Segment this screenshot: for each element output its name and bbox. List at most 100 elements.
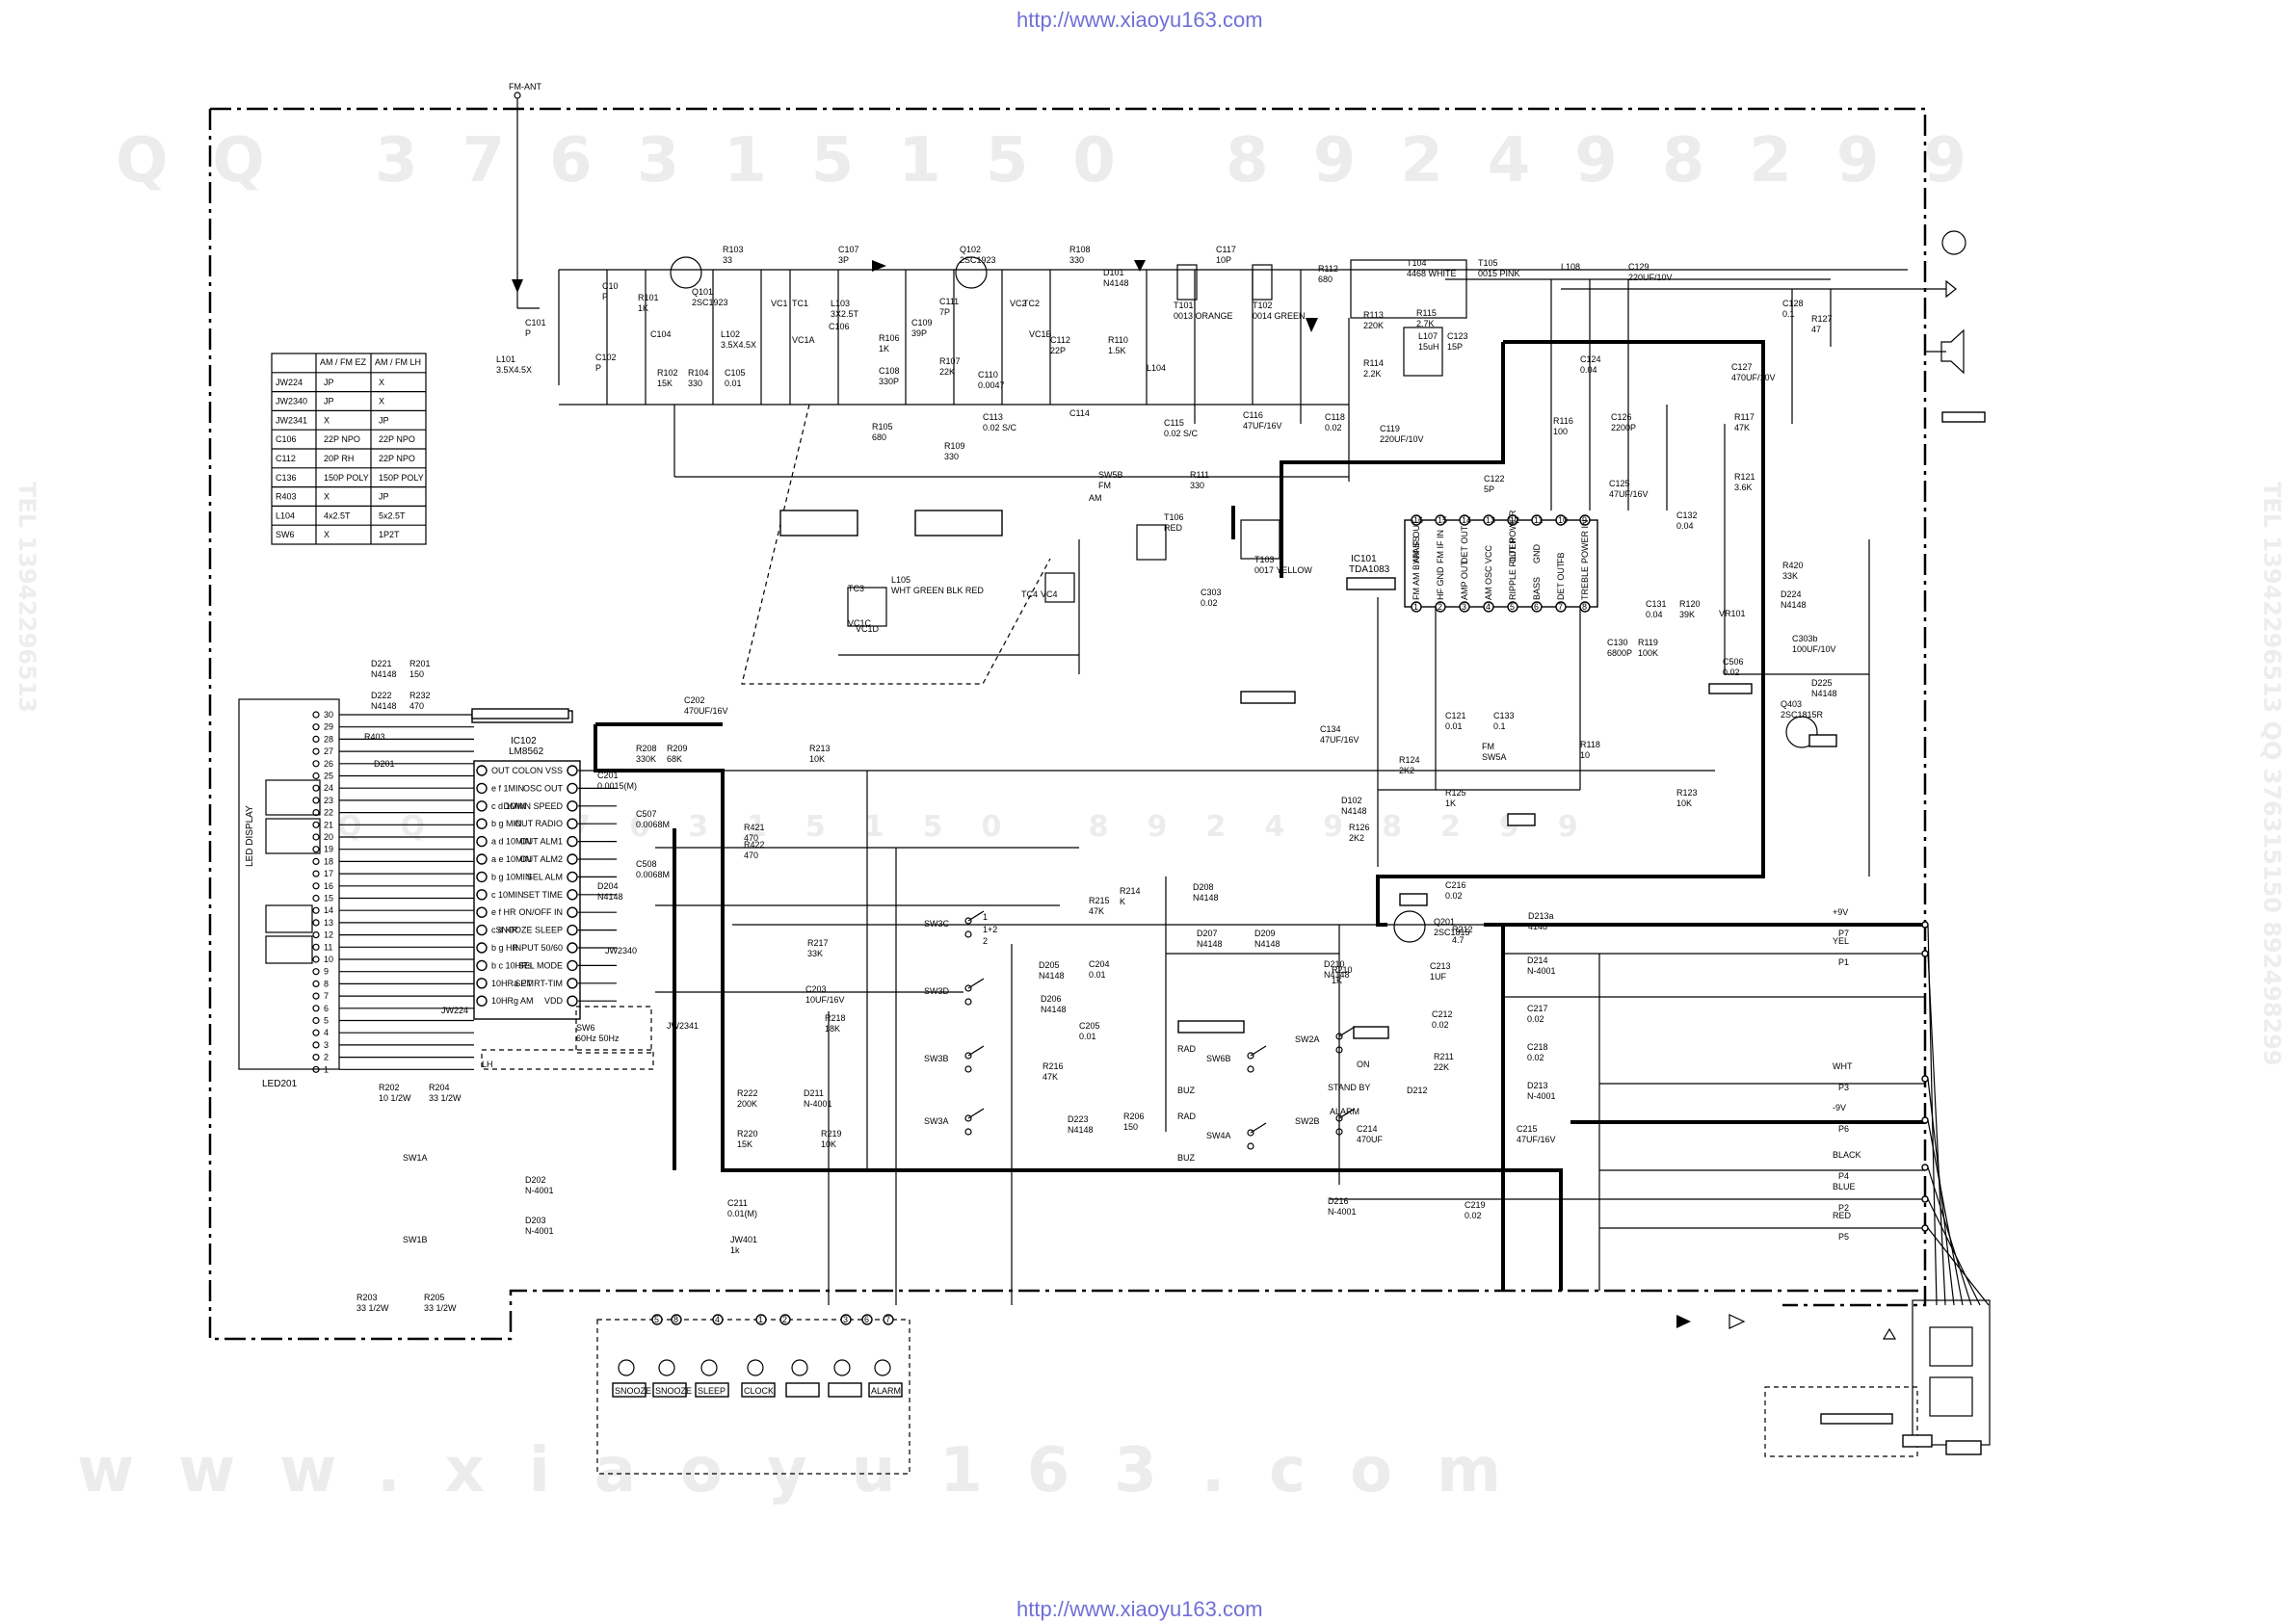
component-value: 1K <box>879 344 889 353</box>
button-board-pin <box>840 1314 852 1325</box>
component-ref: R106 <box>879 333 900 343</box>
led-pin-number: 3 <box>324 1040 329 1050</box>
component-ref: SW1B <box>403 1235 428 1244</box>
led-pin <box>312 1041 320 1049</box>
switch-label: SW4A <box>1206 1131 1231 1140</box>
component-value: 150 <box>1123 1122 1138 1132</box>
led-pin-number: 19 <box>324 845 333 854</box>
component-value: 680 <box>872 432 886 442</box>
table-cell: X <box>324 415 330 425</box>
led-pin <box>312 919 320 927</box>
switch-contact-icon <box>1247 1142 1254 1150</box>
component-ref: D201 <box>374 759 395 769</box>
button-pin-number: 3 <box>843 1315 848 1324</box>
component-value: 4148 <box>1528 922 1547 931</box>
component-value: 10P <box>1216 255 1231 265</box>
led-pin <box>312 1016 320 1025</box>
switch-label: SW3D <box>924 986 950 996</box>
led-pin-number: 20 <box>324 832 333 842</box>
table-cell: 150P POLY <box>379 473 424 483</box>
component-ref: C10 <box>602 281 619 291</box>
component-value: 33 1/2W <box>424 1303 457 1313</box>
table-cell: 5x2.5T <box>379 510 406 520</box>
ic-pin <box>567 978 578 989</box>
component-ref: Q101 <box>692 287 713 297</box>
component-value: 47UF/16V <box>1609 489 1649 499</box>
component-value: P <box>602 292 608 301</box>
button-pin-number: 2 <box>782 1315 787 1324</box>
table-cell: 150P POLY <box>324 473 369 483</box>
component-value: 22K <box>939 367 955 377</box>
ic-pin-label: HF GND <box>1436 566 1445 600</box>
component-ref: R220 <box>737 1129 758 1139</box>
push-button-icon <box>700 1359 718 1376</box>
component-ref: C105 <box>725 368 746 378</box>
component-ref: C214 <box>1357 1124 1378 1134</box>
watermark-site-bottom: www.xiaoyu163.com <box>77 1435 1545 1506</box>
component-value: N-4001 <box>1527 966 1556 976</box>
component-ref: R124 <box>1399 755 1420 765</box>
button-board-pin <box>671 1314 682 1325</box>
component-value: 330K <box>636 754 656 764</box>
ic-pin <box>1435 514 1446 526</box>
button-board-pin <box>712 1314 724 1325</box>
component-value: 100 <box>1553 427 1568 436</box>
component-ref: C508 <box>636 859 657 869</box>
table-cell: JP <box>324 378 334 387</box>
switch-contact-icon <box>964 984 972 992</box>
component-ref: TC1 <box>792 299 808 308</box>
component-value: N4148 <box>1197 939 1223 949</box>
ic-pin-label: FB <box>1556 552 1566 563</box>
switch-label: SW3A <box>924 1116 949 1126</box>
component-value: 47UF/16V <box>1517 1135 1556 1144</box>
switch-contact-icon <box>964 1065 972 1073</box>
component-ref: C119 <box>1380 424 1400 433</box>
component-ref: R123 <box>1676 788 1698 798</box>
push-button-icon <box>791 1359 808 1376</box>
component-ref: TC4 <box>1021 589 1038 599</box>
ic-pin-label: AM OSC <box>1484 565 1493 600</box>
led-pin <box>312 735 320 744</box>
headphone-jack-icon <box>1945 279 1957 299</box>
ic-pin-label: DET OUT <box>1460 525 1469 563</box>
component-value: 0.02 <box>1527 1014 1544 1024</box>
push-button-icon <box>618 1359 635 1376</box>
component-value: 100UF/10V <box>1792 644 1836 654</box>
connector-pin-label: P1 <box>1838 957 1849 967</box>
component-value: 0015 PINK <box>1478 269 1520 278</box>
component-value: N4148 <box>1254 939 1280 949</box>
header-url: http://www.xiaoyu163.com <box>1016 8 1263 32</box>
ic-pin-label: VCC <box>1484 544 1493 563</box>
component-value: 0.02 S/C <box>983 423 1017 432</box>
component-value: N4148 <box>1324 970 1350 980</box>
component-ref: C128 <box>1782 299 1804 308</box>
ic-pin <box>1483 601 1494 613</box>
button-label-box <box>612 1382 647 1398</box>
ic-pin-label: POWER IN <box>1580 519 1590 563</box>
ic-pin <box>567 853 578 865</box>
component-ref: R403 <box>364 732 385 742</box>
component-ref: C203 <box>805 984 827 994</box>
ic-pin-label: VDD <box>544 996 564 1006</box>
led-pin <box>312 797 320 804</box>
component-ref: L105 <box>891 575 910 585</box>
component-ref: C122 <box>1484 474 1505 484</box>
component-ref: C303 <box>1201 588 1222 597</box>
component-ref: C118 <box>1325 412 1345 422</box>
component-value: 47K <box>1089 906 1104 916</box>
component-value: 68K <box>667 754 682 764</box>
component-ref: C201 <box>597 771 619 780</box>
led-pin <box>312 760 320 768</box>
component-ref: R112 <box>1318 264 1338 274</box>
ic-pin-label: SET TIME <box>523 890 563 900</box>
component-ref: FM <box>1482 742 1494 751</box>
ic-pin <box>1507 514 1518 526</box>
button-pin-number: 8 <box>673 1315 678 1324</box>
component-ref: C108 <box>879 366 900 376</box>
button-label-box <box>828 1382 862 1398</box>
led-pin-number: 26 <box>324 759 333 769</box>
component-value: WHT GREEN BLK RED <box>891 586 984 595</box>
table-cell: 22P NPO <box>379 454 415 463</box>
